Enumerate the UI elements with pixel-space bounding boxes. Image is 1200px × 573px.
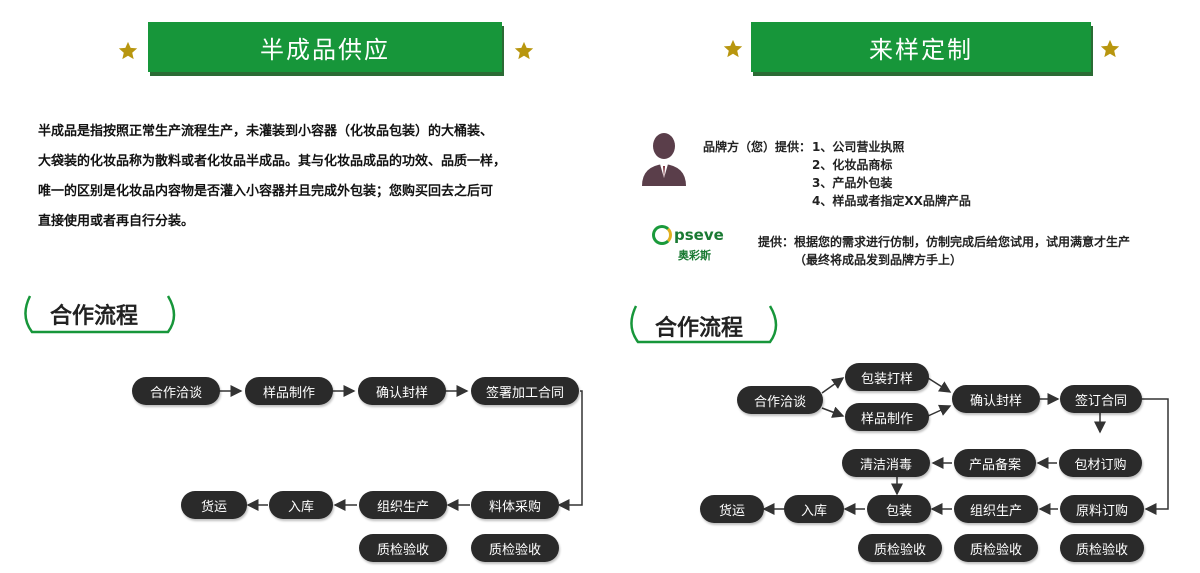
flow-step-qc: 质检验收 [471,534,559,562]
brand-provides-label: 品牌方（您）提供： [703,140,812,154]
flow-step: 料体采购 [471,491,559,519]
flow-step: 组织生产 [359,491,447,519]
flow-step: 确认封样 [358,377,446,405]
flow-step: 签订合同 [1060,385,1142,413]
star-icon [1099,38,1121,60]
coop-process-title: 合作流程 [50,304,139,329]
logo-o-icon [652,225,672,245]
flow-step: 包装打样 [845,363,929,391]
opseve-provides-text: 根据您的需求进行仿制，仿制完成后给您试用，试用满意才生产 （最终将成品发到品牌方… [794,233,1130,269]
provide-line: （最终将成品发到品牌方手上） [794,253,963,267]
logo-cn: 奥彩斯 [678,249,711,262]
flow-step: 入库 [784,495,844,523]
semi-finished-description: 半成品是指按照正常生产流程生产，未灌装到小容器（化妆品包装）的大桶装、 大袋装的… [38,117,598,237]
star-icon [117,40,139,62]
description-line: 直接使用或者再自行分装。 [38,214,195,229]
flow-step: 产品备案 [954,449,1036,477]
description-line: 唯一的区别是化妆品内容物是否灌入小容器并且完成外包装；您购买回去之后可 [38,184,494,199]
coop-process-title: 合作流程 [655,316,744,341]
description-line: 大袋装的化妆品称为散料或者化妆品半成品。其与化妆品成品的功效、品质一样， [38,154,507,169]
description-line: 半成品是指按照正常生产流程生产，未灌装到小容器（化妆品包装）的大桶装、 [38,124,494,139]
provide-line: 根据您的需求进行仿制，仿制完成后给您试用，试用满意才生产 [794,235,1131,249]
flow-step: 样品制作 [245,377,333,405]
banner-custom-sample: 来样定制 [751,22,1091,72]
brand-item: 1、公司营业执照 [812,140,905,154]
brand-provides-list: 1、公司营业执照 2、化妆品商标 3、产品外包装 4、样品或者指定XX品牌产品 [812,138,971,210]
flow-step: 样品制作 [845,403,929,431]
flow-step: 包装 [867,495,931,523]
banner-semi-finished: 半成品供应 [148,22,502,72]
flow-step-qc: 质检验收 [1060,534,1144,562]
flow-step: 货运 [700,495,764,523]
flow-step: 确认封样 [952,385,1040,413]
flow-step: 货运 [181,491,247,519]
flow-step: 原料订购 [1060,495,1144,523]
brand-item: 2、化妆品商标 [812,158,893,172]
flow-step: 签署加工合同 [471,377,579,405]
opseve-logo: pseve 奥彩斯 [652,225,732,265]
flow-step: 清洁消毒 [842,449,930,477]
flow-step-qc: 质检验收 [954,534,1038,562]
flow-step-qc: 质检验收 [858,534,942,562]
flow-step-qc: 质检验收 [359,534,447,562]
star-icon [722,38,744,60]
flow-step: 合作洽谈 [737,386,823,414]
flow-step: 入库 [269,491,333,519]
person-icon [640,128,688,186]
brand-item: 4、样品或者指定XX品牌产品 [812,194,971,208]
brand-item: 3、产品外包装 [812,176,893,190]
flow-step: 包材订购 [1059,449,1142,477]
flow-step: 合作洽谈 [132,377,220,405]
logo-text: pseve [674,226,724,244]
star-icon [513,40,535,62]
opseve-provides-label: 提供： [758,235,795,249]
flow-step: 组织生产 [954,495,1038,523]
